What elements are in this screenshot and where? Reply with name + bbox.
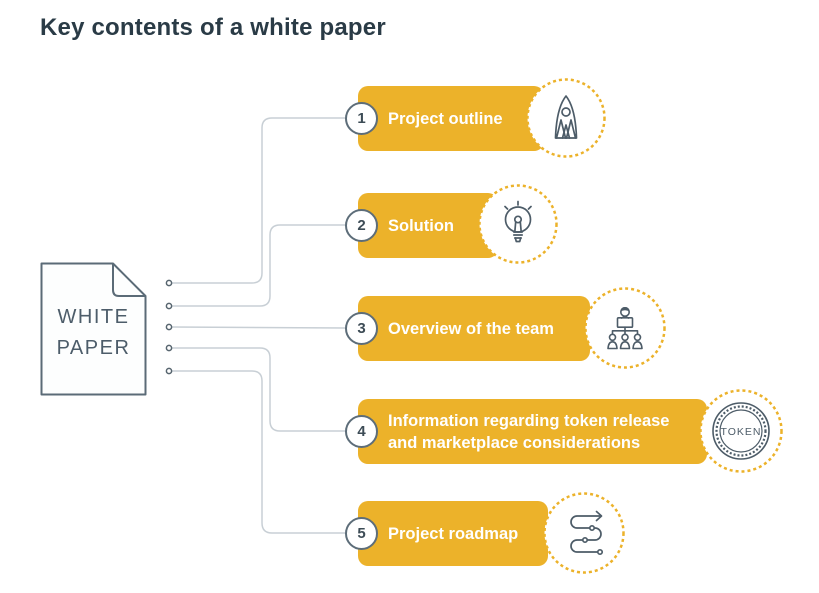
item-number-2: 2 [345, 209, 378, 242]
item-icon-circle-4: TOKEN [699, 389, 783, 478]
item-number-4: 4 [345, 415, 378, 448]
team-org-chart-icon [584, 287, 666, 369]
item-icon-circle-1 [526, 78, 606, 163]
item-bar-1: Project outline [358, 86, 544, 151]
item-icon-circle-2 [478, 184, 558, 269]
item-bar-4: Information regarding token release and … [358, 399, 707, 464]
white-paper-document: WHITE PAPER [40, 262, 147, 396]
page-title: Key contents of a white paper [40, 14, 386, 41]
connector-line [172, 370, 345, 534]
connector-line [172, 224, 345, 307]
roadmap-path-icon [543, 492, 625, 574]
rocket-icon [526, 78, 606, 158]
item-icon-circle-3 [584, 287, 666, 374]
item-label-4: Information regarding token release and … [388, 411, 670, 452]
item-icon-circle-5 [543, 492, 625, 579]
item-label-1: Project outline [388, 109, 503, 128]
connector-dot [165, 302, 173, 310]
connector-dot [165, 323, 173, 331]
connector-line [172, 347, 345, 432]
item-number-5: 5 [345, 517, 378, 550]
item-label-2: Solution [388, 216, 454, 235]
document-label: WHITE PAPER [56, 306, 131, 359]
item-bar-5: Project roadmap [358, 501, 548, 566]
item-number-1: 1 [345, 102, 378, 135]
connector-line [171, 326, 346, 329]
token-coin-text: TOKEN [721, 426, 762, 438]
token-coin-icon: TOKEN [699, 389, 783, 473]
item-bar-2: Solution [358, 193, 498, 258]
item-label-3: Overview of the team [388, 319, 554, 338]
item-label-5: Project roadmap [388, 524, 519, 543]
paper-sheet-icon [40, 262, 147, 396]
connector-line [172, 117, 345, 284]
connector-dot [165, 367, 173, 375]
item-bar-3: Overview of the team [358, 296, 590, 361]
connector-dot [165, 344, 173, 352]
lightbulb-icon [478, 184, 558, 264]
item-number-3: 3 [345, 312, 378, 345]
connector-dot [165, 279, 173, 287]
